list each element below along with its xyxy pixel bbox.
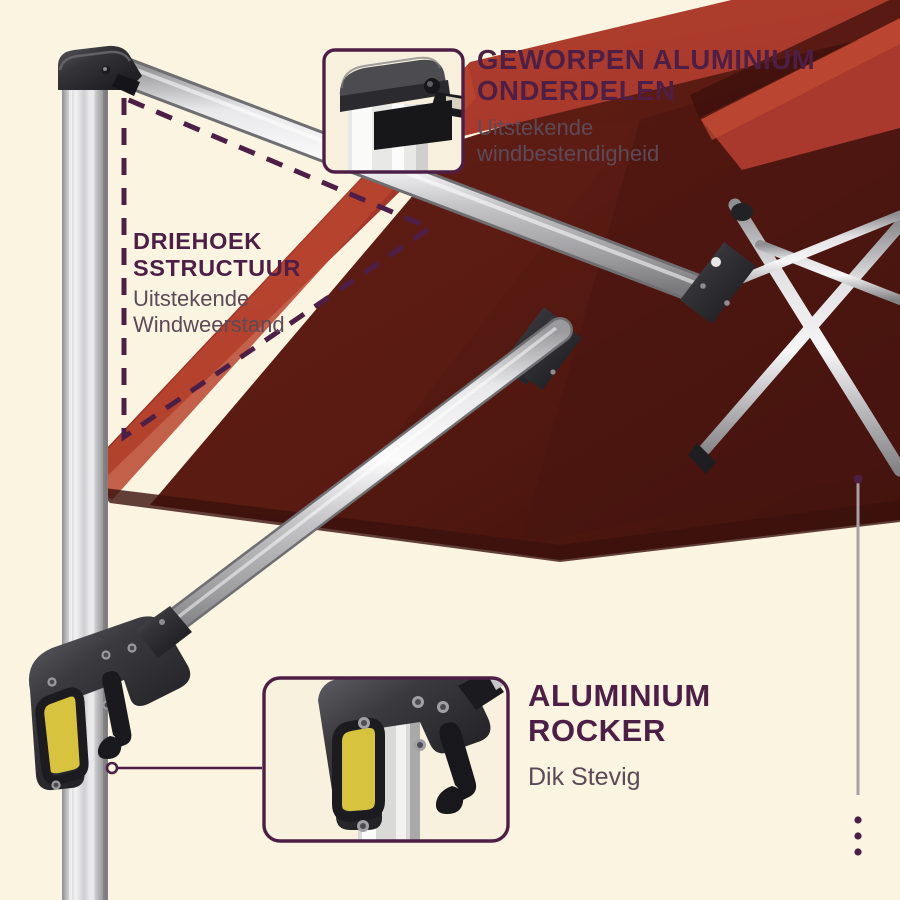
- canopy-support-ribs: [685, 198, 900, 477]
- callout-box-cast-aluminium: [322, 48, 465, 174]
- height-measure-line: [853, 474, 863, 856]
- pole-top-cap: [58, 45, 142, 96]
- rocker-title-line2: ROCKER: [528, 713, 666, 749]
- rocker-connector-line: [105, 761, 262, 775]
- cast-aluminium-subtitle: Uitstekende windbestendigheid: [477, 115, 837, 167]
- triangle-subtitle: Uitstekende Windweerstand: [133, 286, 383, 338]
- callout-text-triangle-structure: DRIEHOEK SSTRUCTUUR Uitstekende Windweer…: [133, 228, 383, 338]
- callout-text-cast-aluminium: GEWORPEN ALUMINIUM ONDERDELEN Uitstekend…: [477, 44, 837, 167]
- cast-aluminium-cap-photo: [324, 50, 463, 172]
- rocker-subtitle: Dik Stevig: [528, 763, 858, 793]
- aluminium-rocker-mechanism: [28, 606, 192, 791]
- triangle-title-line1: DRIEHOEK: [133, 228, 262, 254]
- rocker-title: ALUMINIUM ROCKER: [528, 678, 858, 748]
- triangle-title-line2: SSTRUCTUUR: [133, 254, 301, 281]
- triangle-structure-overlay: [121, 94, 436, 442]
- cast-aluminium-title: GEWORPEN ALUMINIUM ONDERDELEN: [477, 44, 837, 106]
- cast-aluminium-subtitle-line2: windbestendigheid: [477, 141, 660, 167]
- cast-aluminium-title-line2: ONDERDELEN: [477, 75, 676, 107]
- callout-box-rocker: [262, 676, 510, 843]
- aluminium-rocker-photo: [264, 678, 508, 841]
- cast-aluminium-title-line1: GEWORPEN ALUMINIUM: [477, 44, 816, 75]
- triangle-subtitle-line1: Uitstekende: [133, 286, 250, 312]
- rocker-subtitle-line1: Dik Stevig: [528, 763, 641, 792]
- triangle-subtitle-line2: Windweerstand: [133, 312, 285, 338]
- rocker-title-line1: ALUMINIUM: [528, 678, 711, 713]
- cast-aluminium-subtitle-line1: Uitstekende: [477, 115, 594, 141]
- triangle-title: DRIEHOEK SSTRUCTUUR: [133, 228, 383, 281]
- lower-strut: [137, 317, 573, 653]
- callout-text-aluminium-rocker: ALUMINIUM ROCKER Dik Stevig: [528, 678, 858, 793]
